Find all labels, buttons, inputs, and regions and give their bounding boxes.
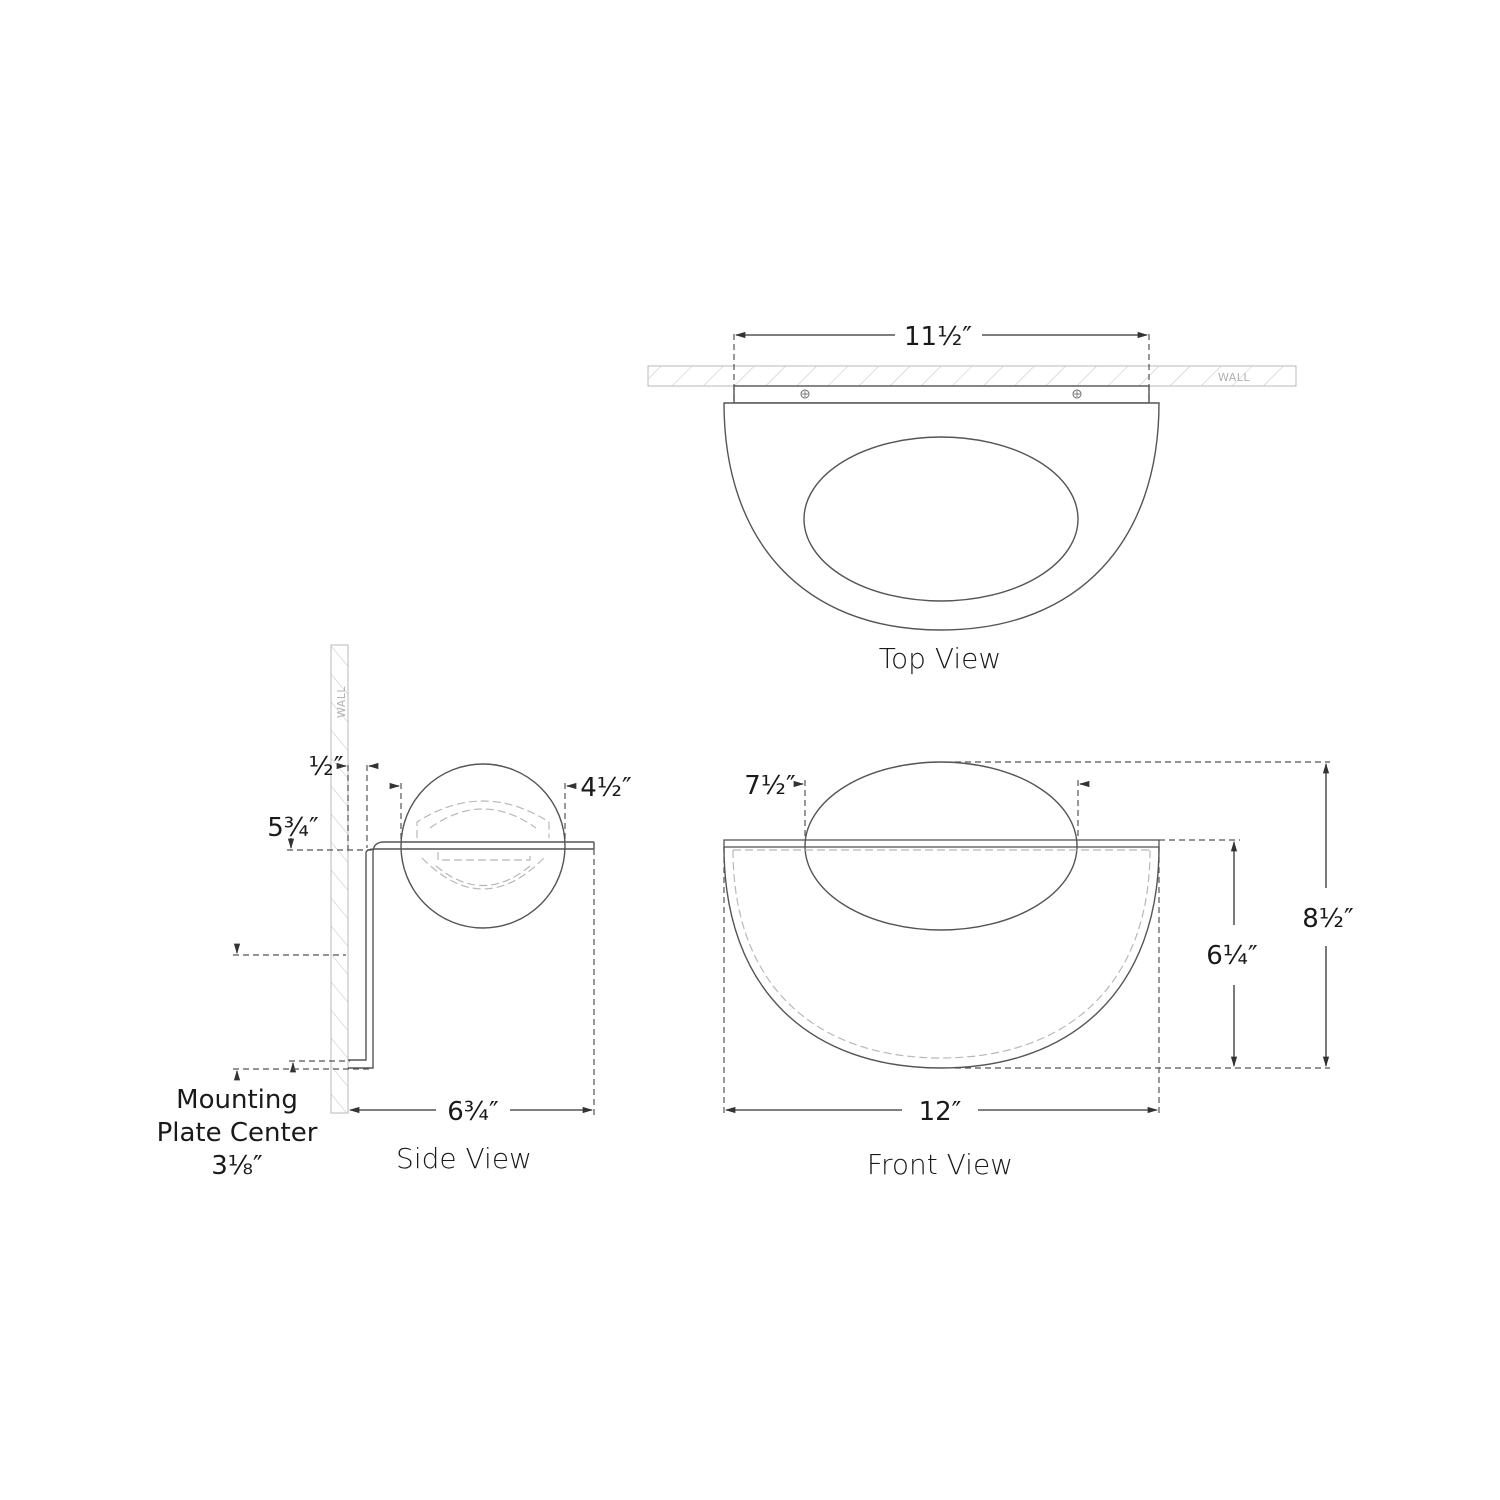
- side-depth-dimension: 6¾″: [447, 1097, 499, 1127]
- mounting-plate-label-line1: Mounting: [176, 1085, 298, 1115]
- arm-height-dimension: 5¾″: [267, 813, 319, 843]
- body-height-dimension: 6¼″: [1206, 941, 1258, 971]
- backplate-top: [733, 385, 1150, 404]
- side-view: WALL ½″ 4½″ 5¾″ Mounti: [157, 644, 632, 1181]
- backplate-offset-dimension: ½″: [309, 752, 344, 782]
- fixture-body-front: [723, 846, 1160, 1069]
- front-view-title: Front View: [867, 1148, 1013, 1181]
- shade-width-dimension: 7½″: [744, 771, 796, 801]
- shade-front: [804, 761, 1078, 931]
- top-view-title: Top View: [879, 642, 1002, 675]
- front-width-dimension: 12″: [919, 1097, 962, 1127]
- arm-bracket: [348, 841, 594, 1069]
- wall-label-top: WALL: [1218, 371, 1250, 384]
- fixture-body-top: [723, 402, 1160, 631]
- wall-section-side: [330, 644, 349, 1114]
- screw-icon: [1072, 389, 1082, 399]
- screw-icon: [800, 389, 810, 399]
- mounting-plate-dimension: 3⅛″: [211, 1151, 263, 1181]
- shade-depth-dimension: 4½″: [580, 773, 632, 803]
- wall-label-side: WALL: [335, 686, 348, 718]
- shade-opening-top: [803, 436, 1079, 602]
- front-view: 7½″ 12″ 6¼″ 8½″ Front View: [723, 761, 1354, 1181]
- wall-section-top: [647, 365, 1297, 387]
- mounting-plate-label-line2: Plate Center: [157, 1118, 318, 1148]
- top-width-dimension: 11½″: [904, 322, 972, 352]
- shade-sphere-side: [400, 763, 566, 929]
- top-view: WALL 11½″ Top View: [647, 322, 1297, 675]
- overall-height-dimension: 8½″: [1302, 904, 1354, 934]
- side-view-title: Side View: [396, 1142, 532, 1175]
